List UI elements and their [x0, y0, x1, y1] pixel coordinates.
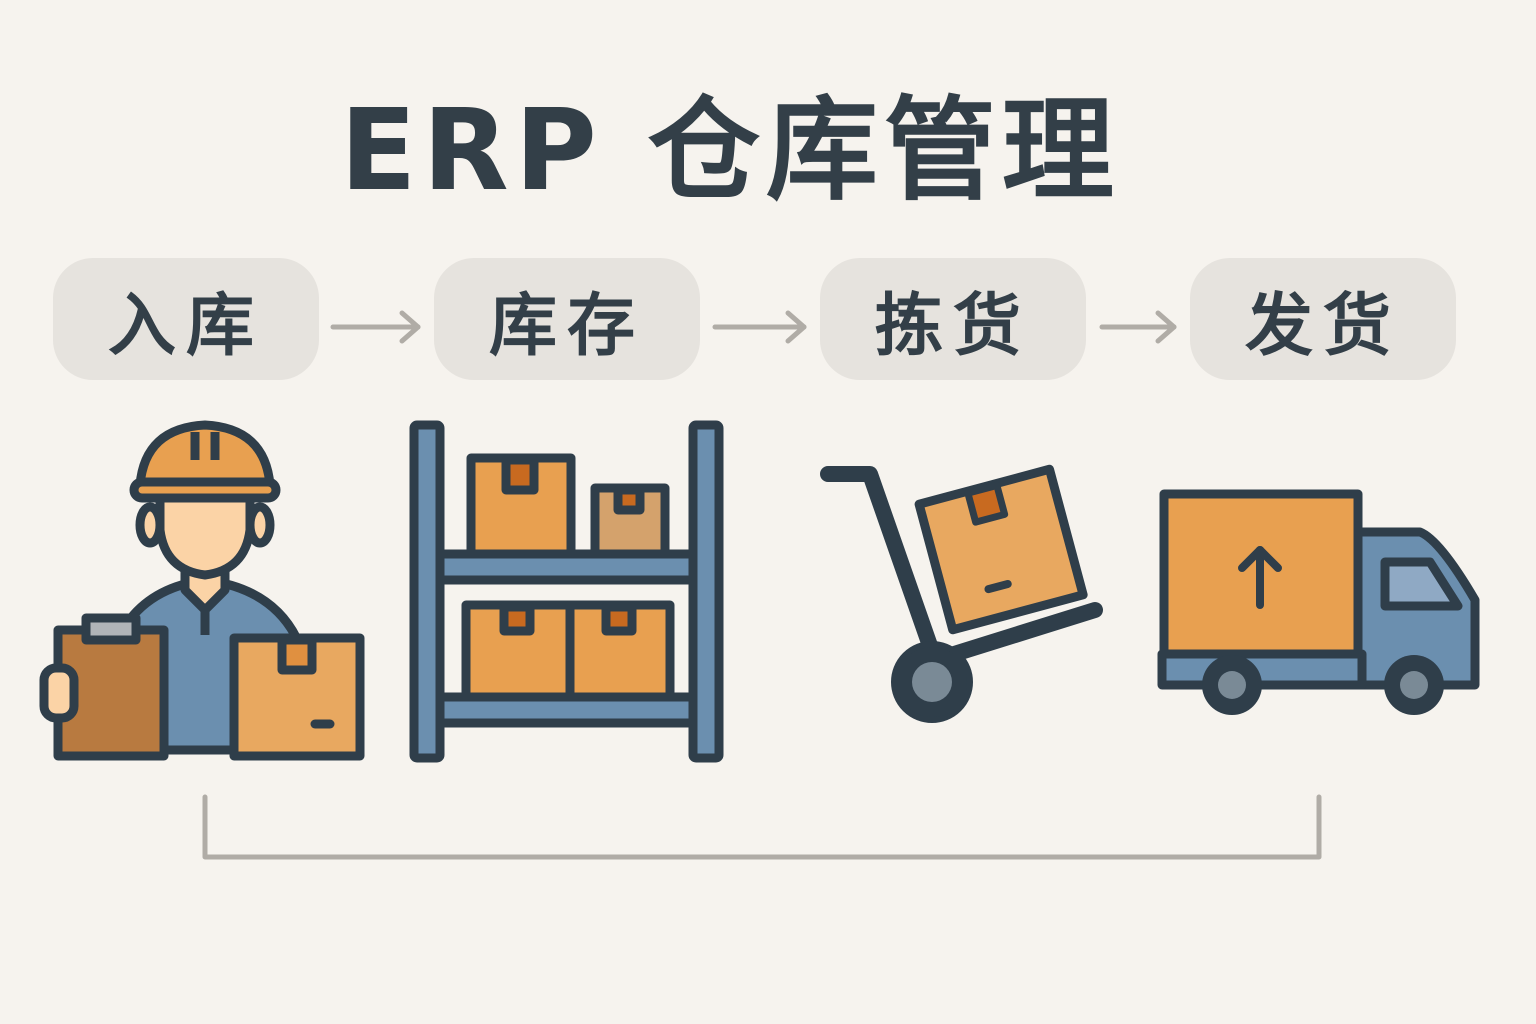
- step-inventory: 库存: [434, 258, 700, 380]
- step-inbound: 入库: [53, 258, 319, 380]
- delivery-truck-icon: [1157, 489, 1480, 715]
- loop-bracket: [202, 794, 1322, 860]
- step-label: 发货: [1244, 286, 1401, 366]
- step-label: 拣货: [874, 286, 1031, 366]
- arrow-right-icon: [712, 310, 807, 344]
- worker-with-box-icon: [39, 420, 365, 761]
- step-label: 库存: [488, 286, 645, 366]
- arrow-right-icon: [1099, 310, 1177, 344]
- shelf-icon: [409, 420, 724, 763]
- hand-truck-icon: [820, 464, 1103, 723]
- step-picking: 拣货: [820, 258, 1086, 380]
- step-label: 入库: [107, 286, 264, 366]
- page-title: ERP 仓库管理: [340, 86, 1120, 216]
- step-shipping: 发货: [1190, 258, 1456, 380]
- arrow-right-icon: [330, 310, 421, 344]
